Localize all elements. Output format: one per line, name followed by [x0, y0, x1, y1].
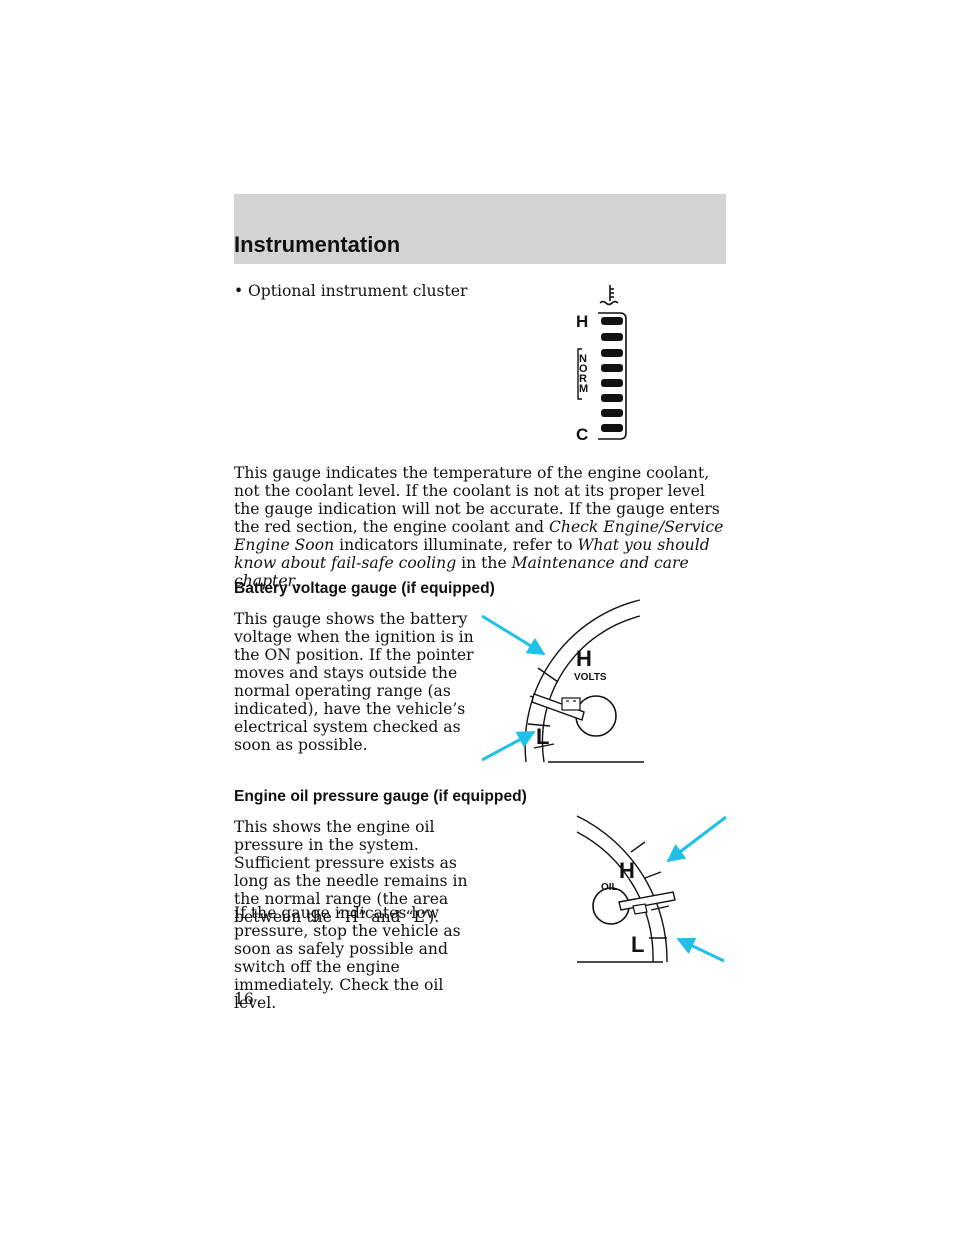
battery-voltage-gauge-illustration: H VOLTS L [524, 599, 644, 763]
temp-gauge-h-label: H [576, 312, 588, 331]
text-run: indicators illuminate, refer to [334, 536, 578, 554]
text-run: . [295, 572, 300, 590]
lower-range-arrow [481, 730, 536, 762]
oil-gauge-heading: Engine oil pressure gauge (if equipped) [234, 788, 527, 805]
battery-gauge-paragraph: This gauge shows the battery voltage whe… [234, 610, 474, 754]
emphasis-text: Check Engine/Service Engine Soon [234, 518, 724, 554]
temperature-gauge-illustration: H C N O R M [576, 285, 627, 444]
upper-range-arrow [666, 815, 727, 863]
oil-pressure-gauge-illustration: H OIL L [576, 815, 676, 963]
oil-gauge-paragraph-1: This shows the engine oil pressure in th… [234, 818, 468, 926]
oil-gauge-oil-label: OIL [601, 882, 618, 893]
bullet-text: Optional instrument cluster [248, 282, 468, 300]
oil-gauge-outer-arc [576, 815, 668, 963]
section-header-band: Instrumentation [234, 194, 726, 264]
page-number: 16 [234, 990, 254, 1008]
temp-gauge-norm-letter: N [579, 353, 587, 365]
temp-gauge-c-label: C [576, 425, 588, 444]
temp-gauge-norm-bracket [577, 348, 582, 400]
bullet-item: •Optional instrument cluster [234, 282, 468, 300]
section-title: Instrumentation [234, 232, 401, 257]
oil-gauge-inner-arc [576, 831, 654, 963]
text-run: This gauge indicates the temperature of … [234, 464, 720, 536]
oil-gauge-ticks [630, 841, 670, 939]
battery-gauge-h-label: H [576, 646, 592, 671]
emphasis-text: What you should know about fail-safe coo… [234, 536, 710, 572]
temp-gauge-norm-letter: O [579, 363, 588, 375]
temp-gauge-segments [601, 317, 623, 432]
oil-gauge-arrows [666, 815, 727, 963]
temp-gauge-outline [598, 312, 627, 440]
battery-gauge-l-label: L [536, 724, 549, 749]
oil-gauge-h-label: H [619, 858, 635, 883]
temp-gauge-norm-letter: R [579, 373, 587, 385]
temp-gauge-norm-letter: M [579, 383, 588, 395]
battery-gauge-heading: Battery voltage gauge (if equipped) [234, 580, 495, 597]
battery-gauge-volts-label: VOLTS [574, 672, 607, 683]
temperature-gauge-paragraph: This gauge indicates the temperature of … [234, 464, 734, 590]
upper-range-arrow [481, 614, 546, 656]
battery-icon [561, 697, 581, 711]
oil-gauge-paragraph-2: If the gauge indicates low pressure, sto… [234, 904, 461, 1012]
battery-gauge-arrows [481, 614, 546, 762]
lower-range-arrow [676, 937, 725, 963]
emphasis-text: Maintenance and care chapter [234, 554, 689, 590]
oil-gauge-l-label: L [631, 932, 644, 957]
battery-gauge-inner-arc [541, 615, 641, 763]
bullet-symbol: • [234, 282, 244, 300]
text-run: in the [456, 554, 512, 572]
oil-can-icon [632, 903, 648, 915]
coolant-temperature-icon [599, 285, 619, 306]
